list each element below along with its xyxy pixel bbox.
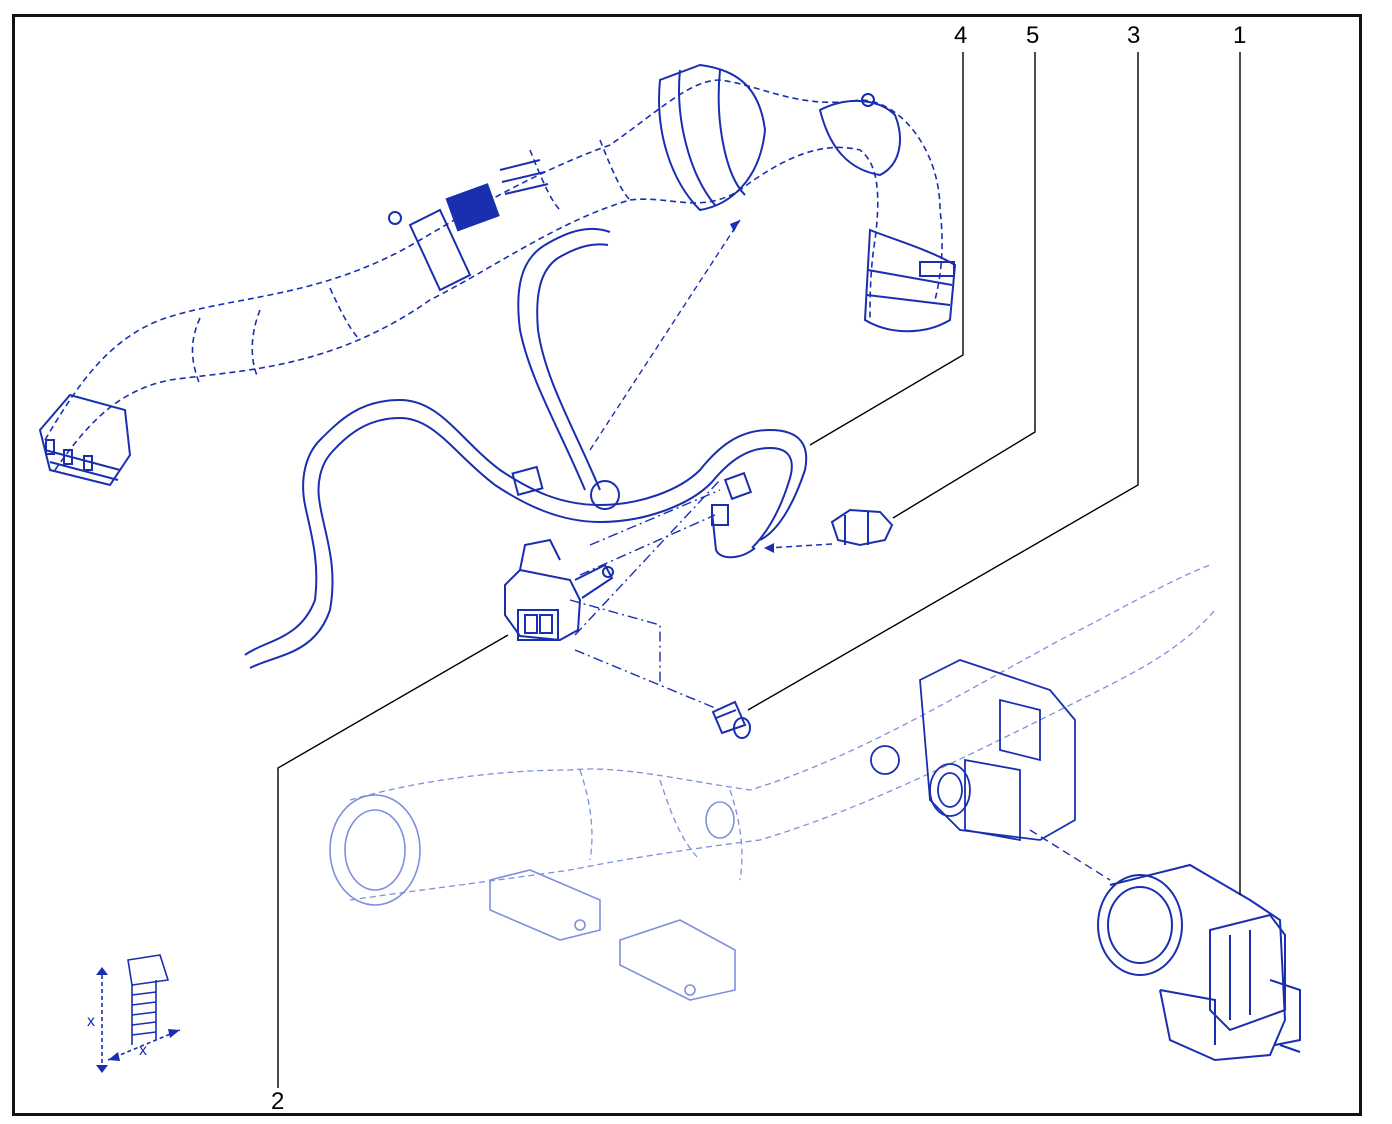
lower-ghost-assembly (349, 564, 1216, 901)
screw-part (711, 700, 751, 739)
leader-4 (809, 52, 964, 446)
bolt-dimension-label-vertical: x (87, 1013, 95, 1030)
callout-3: 3 (1127, 22, 1141, 49)
bolt-dimension-label-horizontal: x (139, 1042, 147, 1059)
leader-3 (747, 52, 1139, 711)
callout-2: 2 (271, 1088, 285, 1115)
arrow-head-icon (764, 543, 774, 553)
callout-5: 5 (1026, 22, 1040, 49)
throttle-body-part (1097, 863, 1301, 1062)
upper-duct-couplings (38, 63, 957, 487)
hose-clip-part (830, 508, 894, 547)
arrow-head-icon (730, 220, 740, 232)
lower-ghost-details (329, 794, 736, 1001)
alignment-line-throttle (1029, 829, 1111, 881)
solenoid-valve-part (504, 538, 614, 642)
dimension-arrow-icon (96, 967, 108, 975)
leader-2 (277, 634, 509, 1088)
diagram-frame (12, 14, 1362, 1116)
upper-air-duct (44, 79, 943, 471)
callout-4: 4 (954, 22, 968, 49)
dimension-arrow-icon (168, 1029, 180, 1038)
leader-5 (892, 52, 1036, 519)
vacuum-hose-assembly (244, 227, 808, 669)
callout-1: 1 (1233, 22, 1247, 49)
dimension-arrow-icon (96, 1065, 108, 1073)
valve-alignment-lines (569, 479, 721, 711)
dimension-arrow-icon (108, 1052, 120, 1061)
throttle-body-installed (870, 659, 1076, 842)
alignment-line-upper (589, 219, 741, 451)
bolt-dimension-icon (101, 954, 181, 1065)
alignment-line-clip (767, 543, 833, 549)
callout-leader-lines (277, 52, 1241, 1088)
